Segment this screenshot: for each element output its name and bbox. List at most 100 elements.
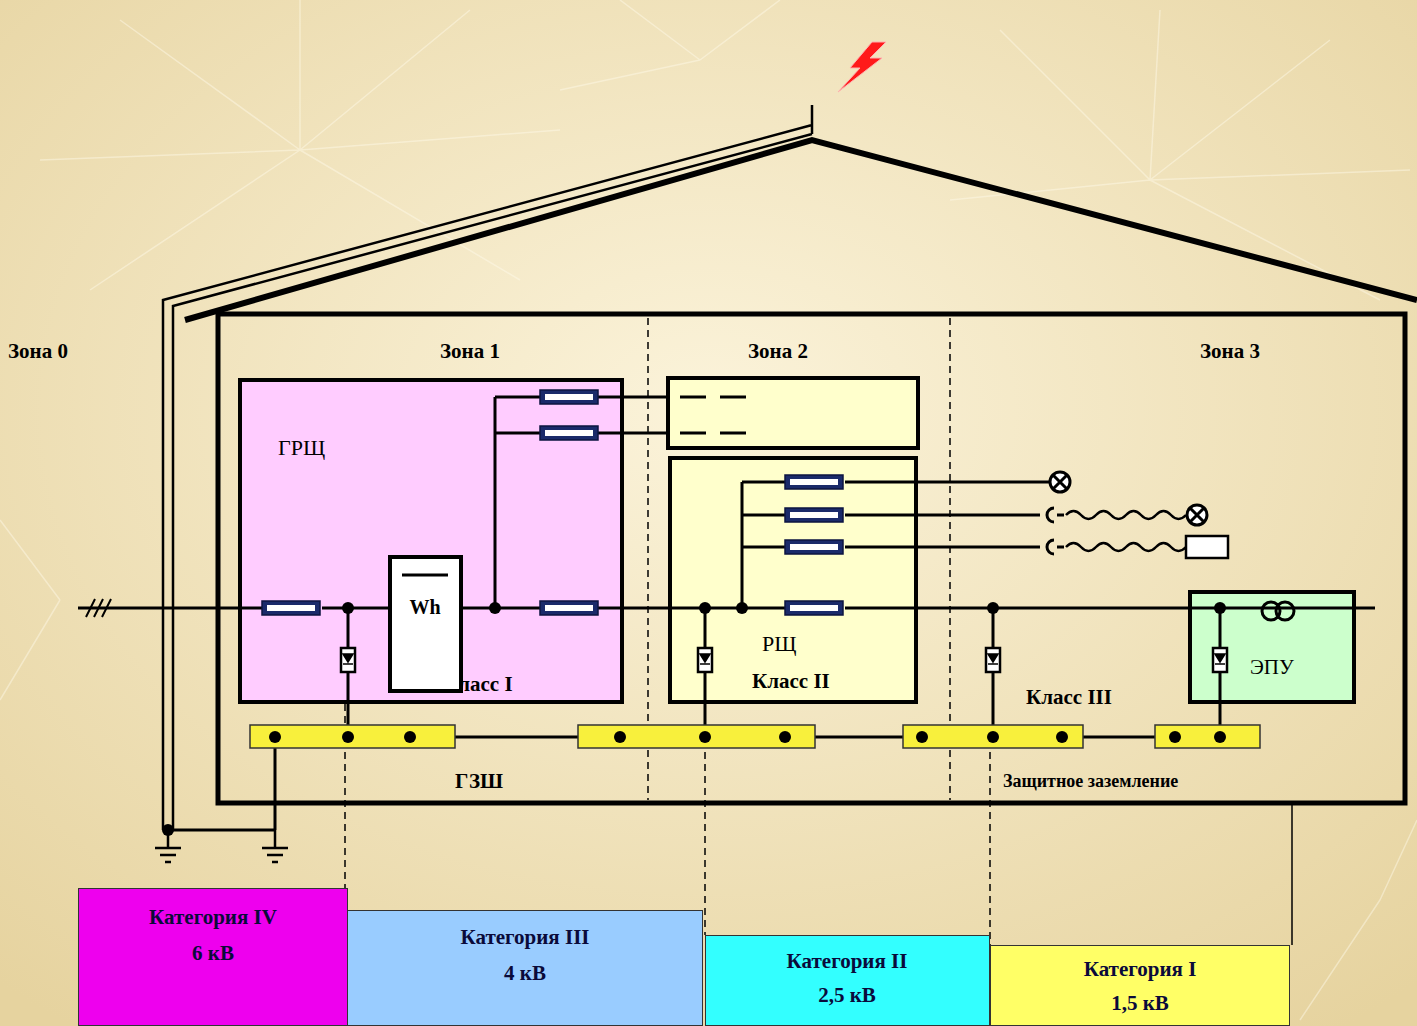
internal-wiring	[668, 456, 918, 704]
surge-arrester	[341, 648, 355, 672]
feeder-panel	[668, 378, 918, 448]
fuse-symbol	[785, 540, 843, 554]
category-band: Категория I 1,5 кВ	[990, 945, 1290, 1026]
distribution-board: РЩ Класс II	[668, 456, 918, 704]
junction-dot	[614, 731, 626, 743]
voltage-value: 6 кВ	[192, 942, 234, 965]
fuse-element	[790, 512, 838, 518]
fuse-element	[545, 394, 593, 400]
fuse-symbol	[540, 390, 598, 404]
junction-dot	[779, 731, 791, 743]
junction-dot	[162, 824, 174, 836]
junction-dot	[1214, 731, 1226, 743]
category-boundary	[1291, 803, 1293, 945]
fuse-element	[545, 430, 593, 436]
fuse-symbol	[540, 426, 598, 440]
fuse-element	[545, 605, 593, 611]
power-line	[624, 607, 668, 610]
lamp-symbol	[1050, 472, 1070, 492]
category-band: Категория IV 6 кВ	[78, 888, 348, 1026]
fuse-element	[790, 605, 838, 611]
lamp-cross	[1190, 508, 1204, 522]
feeder-contacts	[680, 397, 746, 433]
junction-dot	[1169, 731, 1181, 743]
power-supply-unit: ЭПУ	[1188, 590, 1356, 704]
transformer-symbol	[1276, 602, 1294, 620]
fuse-element	[790, 544, 838, 550]
voltage-value: 2,5 кВ	[818, 984, 876, 1007]
surge-arrester-mark	[700, 654, 710, 664]
internal-wiring	[1188, 590, 1356, 704]
zone-label: Зона 3	[1200, 340, 1260, 363]
junction-dot	[269, 731, 281, 743]
junction-dot	[1056, 731, 1068, 743]
voltage-value: 1,5 кВ	[1111, 992, 1169, 1015]
lamp-symbol	[1187, 505, 1207, 525]
appliance-symbol	[1186, 536, 1228, 558]
junction-dot	[987, 731, 999, 743]
surge-arrester	[698, 648, 712, 672]
roof	[185, 140, 1417, 320]
main-switchboard: ГРЩКласс IWh	[238, 378, 624, 704]
category-name: Категория III	[461, 926, 590, 949]
surge-arrester-mark	[988, 654, 998, 664]
surge-arrester-mark	[1215, 654, 1225, 664]
fuse-symbol	[262, 601, 320, 615]
surge-arrester	[986, 648, 1000, 672]
fuse-symbol	[785, 601, 843, 615]
earth-bar	[1155, 725, 1260, 748]
panel-name: ГРЩ	[278, 436, 325, 460]
building-wall	[218, 314, 1405, 803]
earth-bar	[578, 725, 815, 748]
surge-arrester	[1213, 648, 1227, 672]
wire	[1188, 608, 1356, 704]
unit-name: ЭПУ	[1250, 656, 1294, 679]
wire	[238, 397, 624, 704]
meter-label: Wh	[409, 596, 440, 618]
earthing-label: Защитное заземление	[1003, 772, 1178, 792]
ground-symbols	[155, 830, 288, 862]
earth-bar	[903, 725, 1083, 748]
cable-marks	[86, 599, 111, 617]
junction-dot	[404, 731, 416, 743]
junction-dot	[736, 602, 748, 614]
panel-name: РЩ	[762, 632, 796, 656]
surge-arrester-mark	[343, 654, 353, 664]
internal-wiring	[705, 935, 990, 1026]
junction-dot	[699, 731, 711, 743]
power-line	[918, 607, 1188, 610]
class-label: Класс II	[752, 670, 830, 693]
category-band: Категория II2,5 кВ	[705, 935, 990, 1026]
zone-label: Зона 2	[748, 340, 808, 363]
zone-label: Зона 1	[440, 340, 500, 363]
electricity-meter: Wh	[388, 555, 463, 693]
category-name: Категория I	[1084, 958, 1197, 981]
junction-dot	[1214, 602, 1226, 614]
plug-symbols	[1047, 508, 1064, 554]
fuse-element	[790, 479, 838, 485]
bus-label: ГЗШ	[455, 770, 503, 793]
category-band: Категория III 4 кВ	[347, 910, 703, 1026]
lamp-cross	[1053, 475, 1067, 489]
junction-dot	[342, 731, 354, 743]
junction-dot	[489, 602, 501, 614]
wire	[668, 482, 918, 704]
fuse-symbol	[785, 475, 843, 489]
category-name: Категория IV	[149, 906, 277, 929]
fuse-element	[267, 605, 315, 611]
zone-label: Зона 0	[8, 340, 68, 363]
lightning-bolt	[838, 42, 886, 92]
fuse-symbol	[785, 508, 843, 522]
flexible-cords	[1066, 511, 1186, 551]
internal-wiring	[388, 555, 463, 693]
fuse-symbol	[540, 601, 598, 615]
class-label: Класс III	[1026, 686, 1112, 709]
voltage-value: 4 кВ	[504, 962, 546, 985]
earth-bar	[250, 725, 455, 748]
junction-dot	[916, 731, 928, 743]
junction-dot	[699, 602, 711, 614]
junction-dot	[342, 602, 354, 614]
wire	[402, 574, 448, 577]
